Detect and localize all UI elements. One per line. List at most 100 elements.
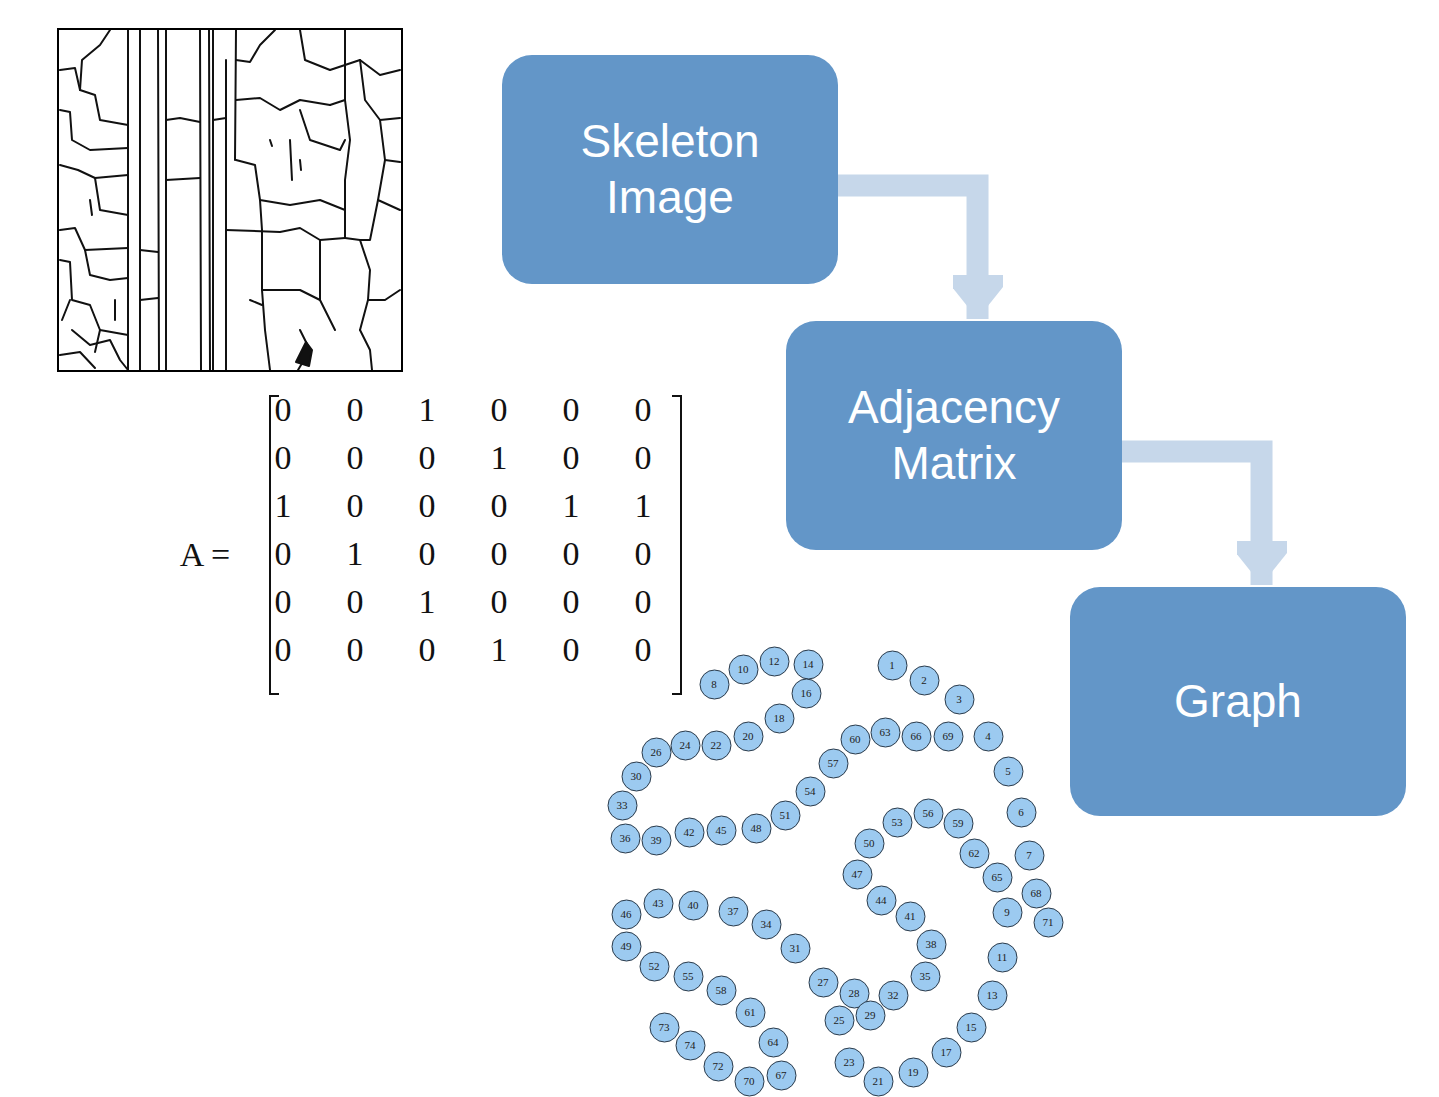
vertex-outline: [612, 900, 641, 929]
graph-vertex: 9: [992, 897, 1023, 928]
graph-vertex: 31: [780, 933, 811, 964]
crack-line: [368, 290, 400, 300]
vertex-number: 35: [920, 970, 931, 982]
vertex-outline: [944, 809, 973, 838]
vertex-number: 22: [711, 739, 722, 751]
vertex-number: 45: [716, 824, 727, 836]
graph-vertex: 49: [611, 931, 642, 962]
crack-line: [90, 200, 92, 215]
vertex-outline: [974, 722, 1003, 751]
vertex-outline: [742, 814, 771, 843]
crack-line: [139, 30, 141, 370]
graph-vertex: 55: [673, 961, 704, 992]
right-bracket: [672, 396, 681, 694]
vertex-number: 60: [850, 733, 861, 745]
graph-vertex: 62: [959, 838, 990, 869]
matrix-cell: 0: [419, 441, 436, 475]
vertex-outline: [679, 891, 708, 920]
vertex-number: 5: [1005, 765, 1011, 777]
matrix-cell: 0: [635, 441, 652, 475]
process-box: Adjacency Matrix: [786, 321, 1122, 550]
vertex-number: 67: [776, 1069, 787, 1081]
matrix-cell: 0: [563, 441, 580, 475]
matrix-cell: 0: [275, 633, 292, 667]
graph-vertex: 22: [701, 730, 732, 761]
graph-vertex: 32: [878, 980, 909, 1011]
vertex-number: 17: [941, 1046, 952, 1058]
vertex-number: 46: [621, 908, 632, 920]
crack-line: [270, 140, 272, 146]
vertex-outline: [871, 718, 900, 747]
vertex-number: 52: [649, 960, 660, 972]
graph-vertex: 1: [877, 650, 908, 681]
matrix-cell: 0: [275, 441, 292, 475]
matrix-name: A =: [180, 538, 230, 572]
crack-blob: [296, 342, 312, 366]
matrix-cell: 0: [275, 537, 292, 571]
vertex-outline: [983, 863, 1012, 892]
vertex-outline: [719, 897, 748, 926]
vertex-number: 50: [864, 837, 875, 849]
vertex-outline: [612, 932, 641, 961]
graph-vertex: 26: [641, 737, 672, 768]
vertex-outline: [704, 1052, 733, 1081]
vertex-number: 72: [713, 1060, 724, 1072]
vertex-number: 23: [844, 1056, 855, 1068]
crack-line: [60, 228, 128, 250]
vertex-number: 31: [790, 942, 801, 954]
vertex-outline: [932, 1038, 961, 1067]
crack-line: [114, 300, 116, 320]
vertex-number: 25: [834, 1014, 845, 1026]
vertex-number: 33: [617, 799, 628, 811]
vertex-number: 13: [987, 989, 998, 1001]
graph-vertex: 34: [751, 909, 782, 940]
matrix-cell: 0: [563, 585, 580, 619]
flow-arrow: [1122, 452, 1262, 585]
matrix-cell: 0: [419, 537, 436, 571]
crack-line: [212, 30, 214, 370]
matrix-cell: 0: [347, 585, 364, 619]
vertex-outline: [676, 1031, 705, 1060]
vertex-outline: [760, 647, 789, 676]
crack-line: [60, 260, 128, 335]
vertex-outline: [792, 679, 821, 708]
graph-vertex: 69: [933, 721, 964, 752]
vertex-number: 61: [745, 1006, 756, 1018]
vertex-number: 24: [680, 739, 691, 751]
matrix-cell: 0: [491, 585, 508, 619]
vertex-outline: [994, 757, 1023, 786]
vertex-outline: [864, 1067, 893, 1096]
matrix-cell: 0: [563, 537, 580, 571]
crack-line: [165, 30, 167, 370]
vertex-number: 69: [943, 730, 954, 742]
vertex-outline: [867, 886, 896, 915]
matrix-cell: 0: [491, 393, 508, 427]
vertex-number: 27: [818, 976, 829, 988]
graph-vertex: 38: [916, 929, 947, 960]
vertex-outline: [642, 738, 671, 767]
vertex-number: 20: [743, 730, 754, 742]
crack-line: [300, 160, 301, 170]
vertex-outline: [917, 930, 946, 959]
crack-line: [226, 228, 345, 240]
vertex-outline: [781, 934, 810, 963]
matrix-cell: 0: [275, 585, 292, 619]
graph-vertex: 57: [818, 748, 849, 779]
vertex-number: 14: [803, 658, 814, 670]
crack-line: [72, 330, 128, 370]
graph-vertex: 12: [759, 646, 790, 677]
graph-vertex: 15: [956, 1012, 987, 1043]
vertex-outline: [988, 943, 1017, 972]
graph-vertex: 68: [1021, 878, 1052, 909]
crack-line: [62, 300, 70, 320]
crack-line: [262, 290, 320, 300]
matrix-cell: 0: [275, 393, 292, 427]
vertex-number: 28: [849, 987, 860, 999]
graph-vertex: 35: [910, 961, 941, 992]
crack-line: [262, 230, 270, 370]
vertex-outline: [675, 818, 704, 847]
graph-vertex: 40: [678, 890, 709, 921]
crack-line: [378, 120, 400, 210]
matrix-cell: 0: [635, 537, 652, 571]
graph-vertex: 71: [1033, 907, 1064, 938]
